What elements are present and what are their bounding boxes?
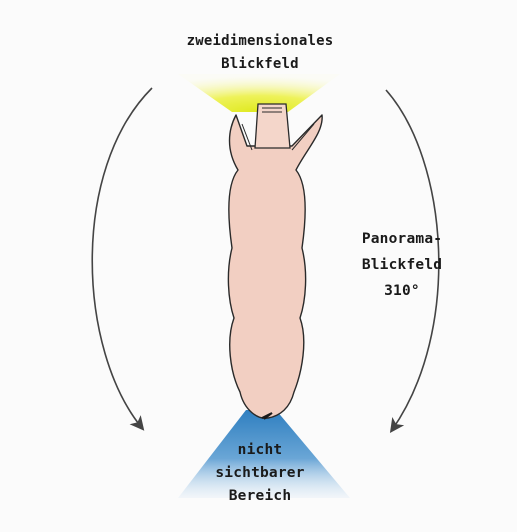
blind-area-label: nicht sichtbarer Bereich: [180, 439, 340, 508]
panorama-field-label: Panorama- Blickfeld 310°: [342, 226, 462, 304]
pig-body: [228, 104, 322, 419]
blind-area-label-line-2: sichtbarer: [180, 462, 340, 485]
panorama-field-label-line-3: 310°: [342, 278, 462, 304]
panorama-field-label-line-2: Blickfeld: [342, 252, 462, 278]
panorama-arrow-left: [92, 88, 152, 428]
binocular-field-label-line-1: zweidimensionales: [150, 30, 370, 53]
blind-area-label-line-3: Bereich: [180, 485, 340, 508]
panorama-field-label-line-1: Panorama-: [342, 226, 462, 252]
binocular-field-label-line-2: Blickfeld: [150, 53, 370, 76]
blind-area-label-line-1: nicht: [180, 439, 340, 462]
binocular-field-label: zweidimensionales Blickfeld: [150, 30, 370, 76]
